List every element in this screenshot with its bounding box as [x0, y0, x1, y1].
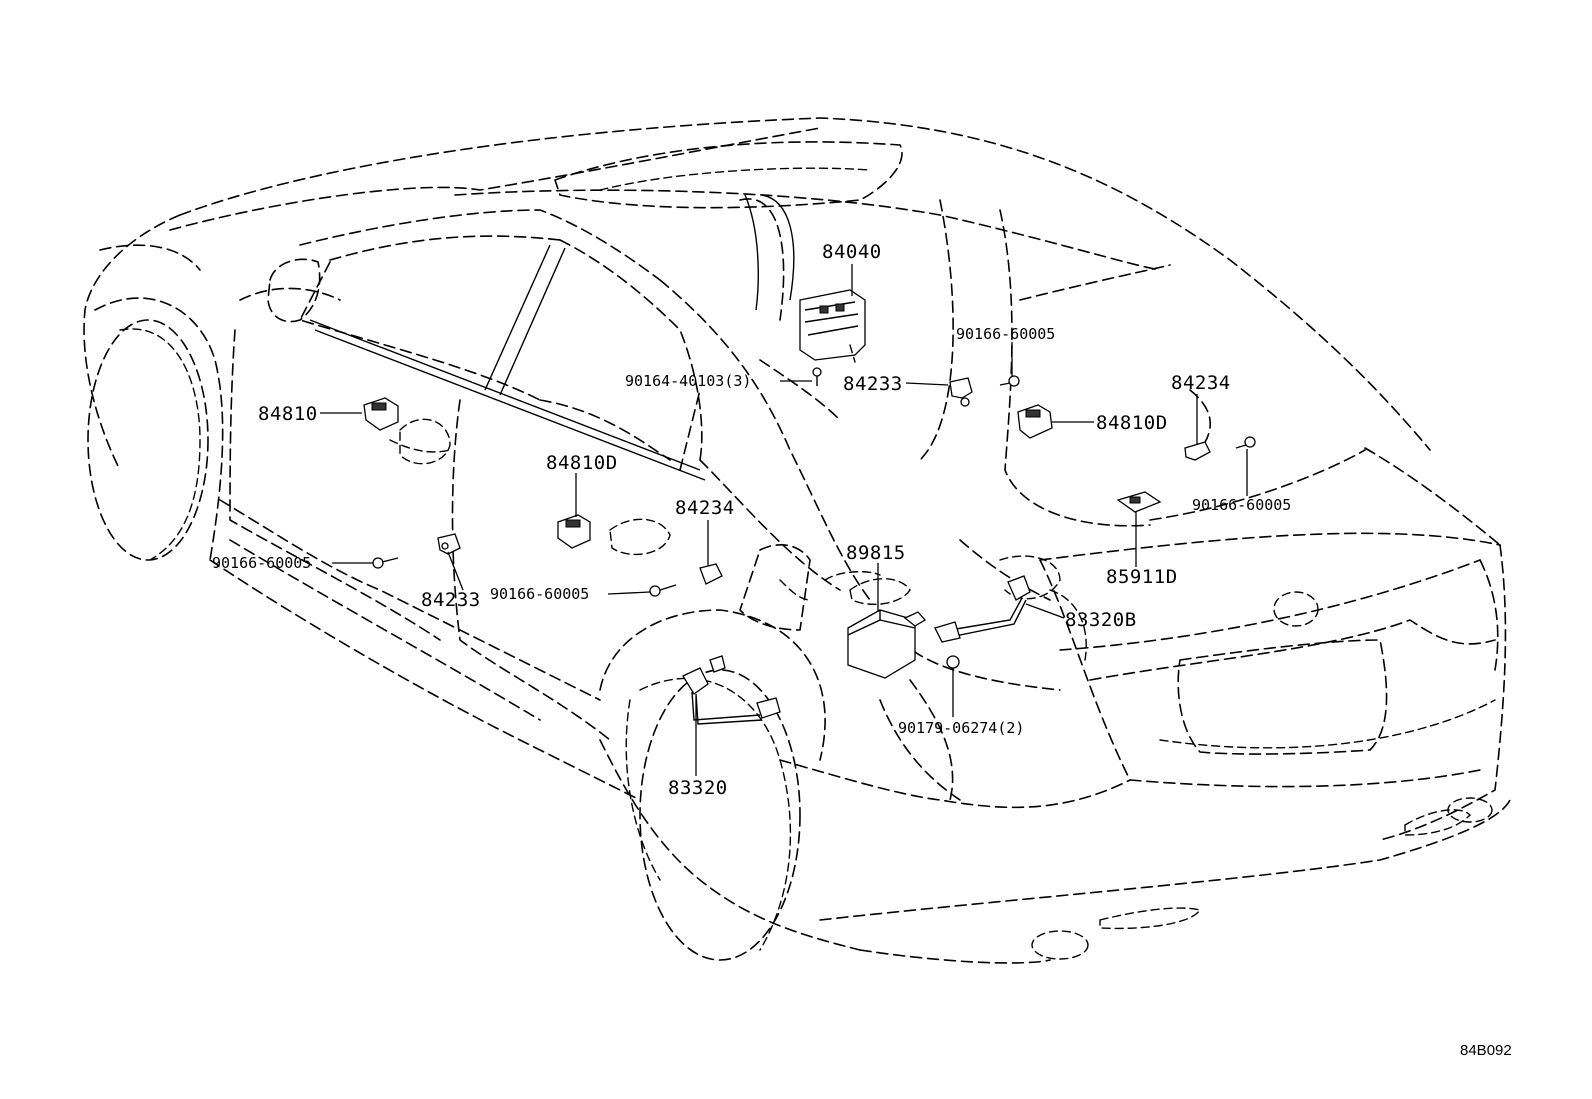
- part-label-84233-left[interactable]: 84233: [421, 589, 481, 611]
- switch-84233-left-shape: [437, 533, 461, 555]
- switch-84233-top-shape: [949, 377, 973, 407]
- part-label-90179-06274[interactable]: 90179-06274(2): [898, 719, 1024, 737]
- switch-84234-mid-shape: [699, 563, 723, 585]
- screw-90166-mid-shape: [649, 584, 677, 597]
- relay-85911D-shape: [1116, 491, 1162, 513]
- leader-83320B: [1025, 603, 1065, 619]
- switch-84810-shape: [363, 397, 399, 431]
- component-shapes: [363, 289, 1256, 725]
- switch-84040-shape: [799, 289, 866, 363]
- module-89815-shape: [847, 609, 927, 679]
- sensor-83320-shape: [682, 655, 781, 725]
- sensor-83320B-shape: [934, 575, 1031, 643]
- leader-84233-top: [905, 382, 949, 386]
- part-label-84234-mid[interactable]: 84234: [675, 497, 735, 519]
- part-label-83320B[interactable]: 83320B: [1065, 609, 1137, 631]
- part-labels: 84040 90166-60005 90164-40103(3) 84233 8…: [212, 241, 1291, 799]
- switch-84810D-right-shape: [1017, 404, 1053, 439]
- part-label-84040[interactable]: 84040: [822, 241, 882, 263]
- switch-84234-right-shape: [1184, 441, 1211, 461]
- part-label-85911D[interactable]: 85911D: [1106, 566, 1178, 588]
- screw-90166-top-shape: [999, 375, 1020, 387]
- screw-90164-shape: [812, 367, 822, 386]
- nut-90179-shape: [946, 655, 960, 669]
- diagram-reference-code: 84B092: [1460, 1042, 1512, 1059]
- screw-90166-right-shape: [1235, 436, 1256, 449]
- part-label-83320[interactable]: 83320: [668, 777, 728, 799]
- part-label-84233-top[interactable]: 84233: [843, 373, 903, 395]
- part-label-90166-60005-right[interactable]: 90166-60005: [1192, 496, 1291, 514]
- part-label-84810D-right[interactable]: 84810D: [1096, 412, 1168, 434]
- screw-90166-left-shape: [372, 557, 399, 569]
- part-label-84234-right[interactable]: 84234: [1171, 372, 1231, 394]
- switch-84810D-mid-shape: [557, 514, 591, 549]
- part-label-89815[interactable]: 89815: [846, 542, 906, 564]
- part-label-84810[interactable]: 84810: [258, 403, 318, 425]
- part-label-90166-60005-top[interactable]: 90166-60005: [956, 325, 1055, 343]
- leader-84233-left: [447, 551, 464, 591]
- leader-90166-mid: [607, 591, 651, 595]
- part-label-90166-60005-left[interactable]: 90166-60005: [212, 554, 311, 572]
- part-label-90166-60005-mid[interactable]: 90166-60005: [490, 585, 589, 603]
- car-outline: [83, 117, 1511, 964]
- part-label-90164-40103[interactable]: 90164-40103(3): [625, 372, 751, 390]
- leader-lines: [320, 264, 1248, 776]
- part-label-84810D-mid[interactable]: 84810D: [546, 452, 618, 474]
